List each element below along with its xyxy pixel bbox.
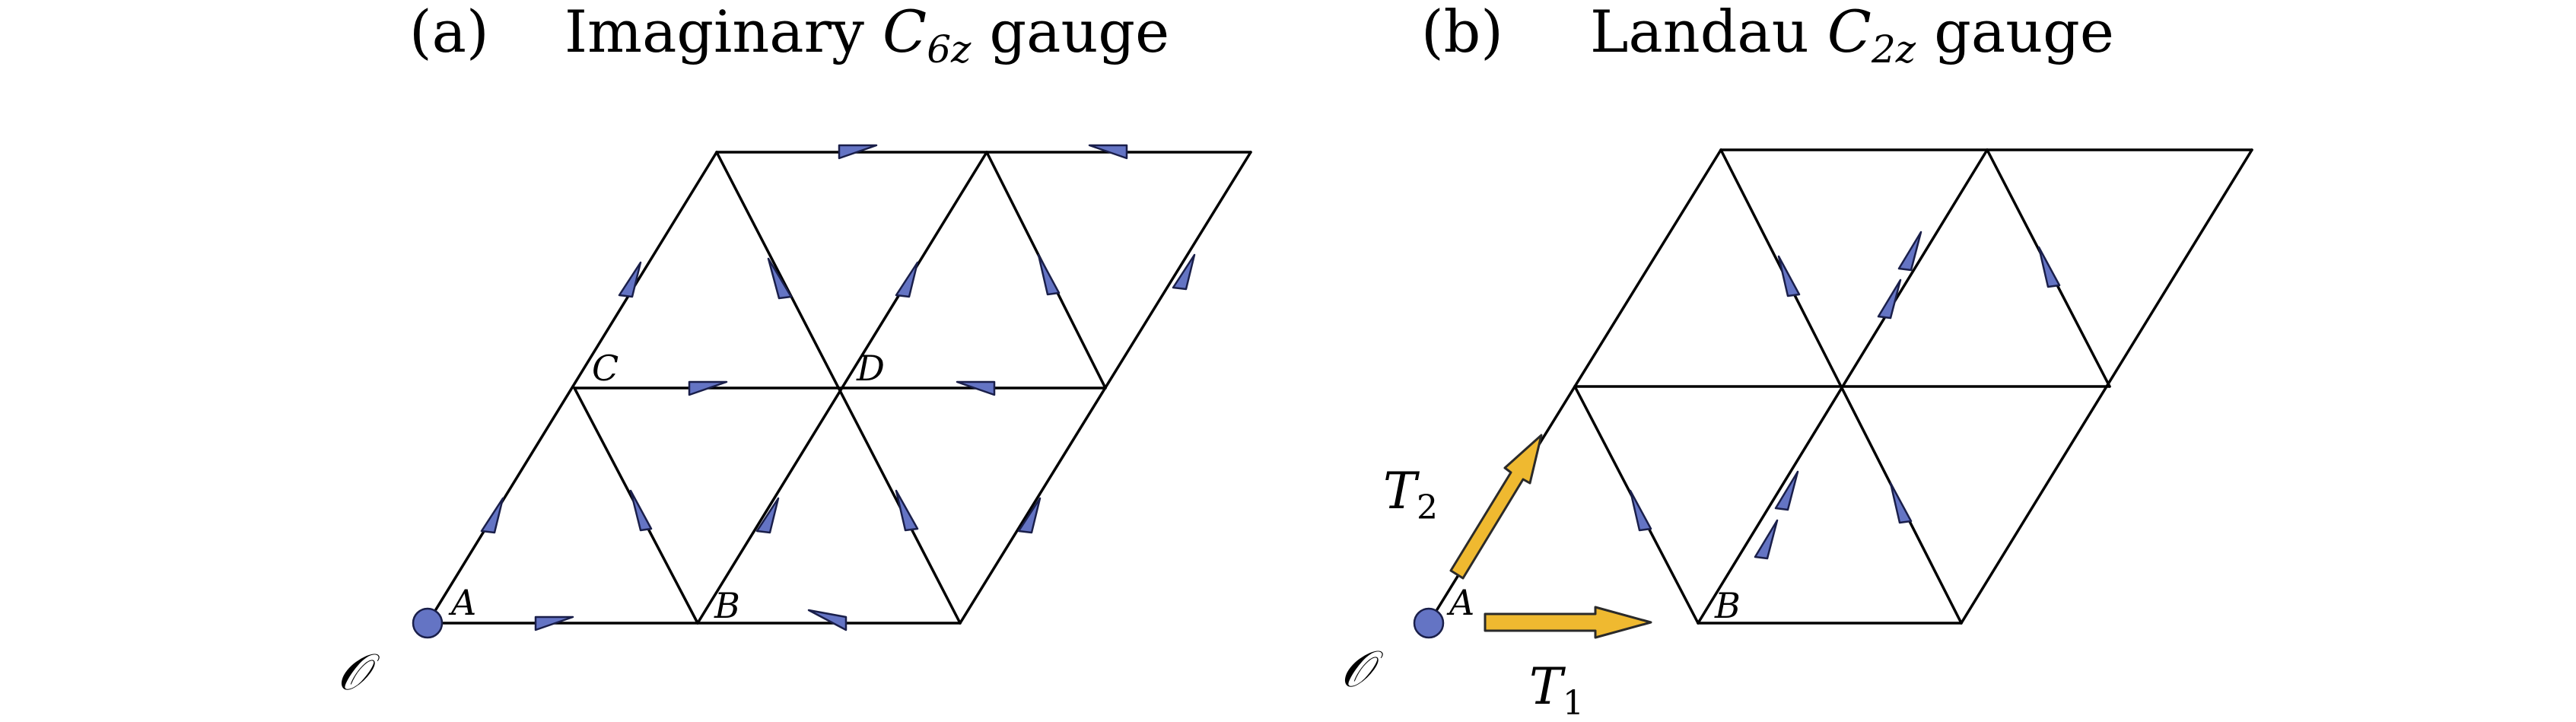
vertex-label-a: A <box>1446 582 1474 623</box>
t1-subscript: 1 <box>1563 684 1584 722</box>
panel-a-title: Imaginary C6z gauge <box>564 0 1169 72</box>
flux-arrow <box>838 144 878 160</box>
t2-vector-arrow[interactable] <box>1449 434 1543 580</box>
vertex-label-a: A <box>448 582 476 623</box>
flux-arrow <box>1629 489 1652 532</box>
edge <box>1960 148 2253 625</box>
edge <box>696 151 988 625</box>
panel-b: (b) Landau C2z gauge <box>1340 0 2253 722</box>
edge <box>715 151 962 625</box>
flux-arrow <box>480 497 504 534</box>
panel-b-title-pre: Landau <box>1590 0 1827 65</box>
panel-a-flux-arrows <box>480 144 1196 631</box>
flux-arrow <box>895 261 919 298</box>
panel-a-title-pre: Imaginary <box>564 0 883 65</box>
vertex-label-d: D <box>856 348 885 389</box>
flux-arrow <box>807 609 848 631</box>
panel-a-letter: (a) <box>409 0 489 65</box>
flux-arrow <box>534 615 574 631</box>
t2-label: T2 <box>1383 462 1438 527</box>
flux-arrow <box>1897 231 1922 272</box>
flux-arrow <box>1754 519 1779 560</box>
edge <box>1719 148 1963 625</box>
panel-b-letter: (b) <box>1421 0 1503 65</box>
vertex-label-b: B <box>714 585 740 626</box>
flux-arrow <box>2037 246 2061 288</box>
panel-a-title-subscript: 6z <box>927 27 972 72</box>
edge <box>426 151 718 625</box>
flux-arrow <box>629 489 653 532</box>
t1-vector-arrow[interactable] <box>1484 606 1652 639</box>
panel-b-title-post: gauge <box>1916 0 2114 65</box>
origin-label: 𝒪 <box>337 643 380 701</box>
t2-subscript: 2 <box>1417 488 1438 527</box>
flux-arrow <box>1037 253 1061 296</box>
vertex-label-c: C <box>592 348 619 389</box>
t2-symbol: T <box>1383 462 1420 520</box>
t1-label: T1 <box>1529 657 1584 722</box>
panel-a-lattice <box>426 151 1252 625</box>
flux-arrow <box>1777 255 1801 297</box>
flux-arrow <box>1017 497 1042 534</box>
lattice-vectors <box>1449 434 1652 639</box>
panel-a-title-post: gauge <box>971 0 1169 65</box>
flux-arrow <box>1889 482 1913 524</box>
flux-arrow <box>618 261 642 298</box>
origin-label: 𝒪 <box>1340 640 1384 698</box>
panel-b-title-symbol: C <box>1827 0 1872 65</box>
flux-arrow <box>688 380 728 396</box>
flux-arrow <box>956 380 996 396</box>
panel-a: (a) Imaginary C6z gauge <box>337 0 1252 701</box>
flux-arrow <box>1088 144 1128 160</box>
flux-arrow <box>1172 253 1196 291</box>
vertex-label-b: B <box>1714 585 1741 626</box>
flux-arrow <box>767 257 793 300</box>
flux-arrow <box>755 497 780 534</box>
panel-a-title-symbol: C <box>883 0 927 65</box>
panel-b-title-subscript: 2z <box>1871 27 1916 72</box>
panel-b-title: Landau C2z gauge <box>1590 0 2114 72</box>
origin-dot <box>1413 607 1445 639</box>
flux-arrow <box>1877 278 1902 320</box>
origin-dot <box>412 607 444 639</box>
t1-symbol: T <box>1529 657 1566 716</box>
flux-arrow <box>895 489 919 532</box>
panel-b-flux-arrows <box>1629 231 2061 560</box>
panel-b-lattice <box>1427 148 2253 625</box>
flux-arrow <box>1774 470 1799 511</box>
edge <box>1697 148 1989 625</box>
